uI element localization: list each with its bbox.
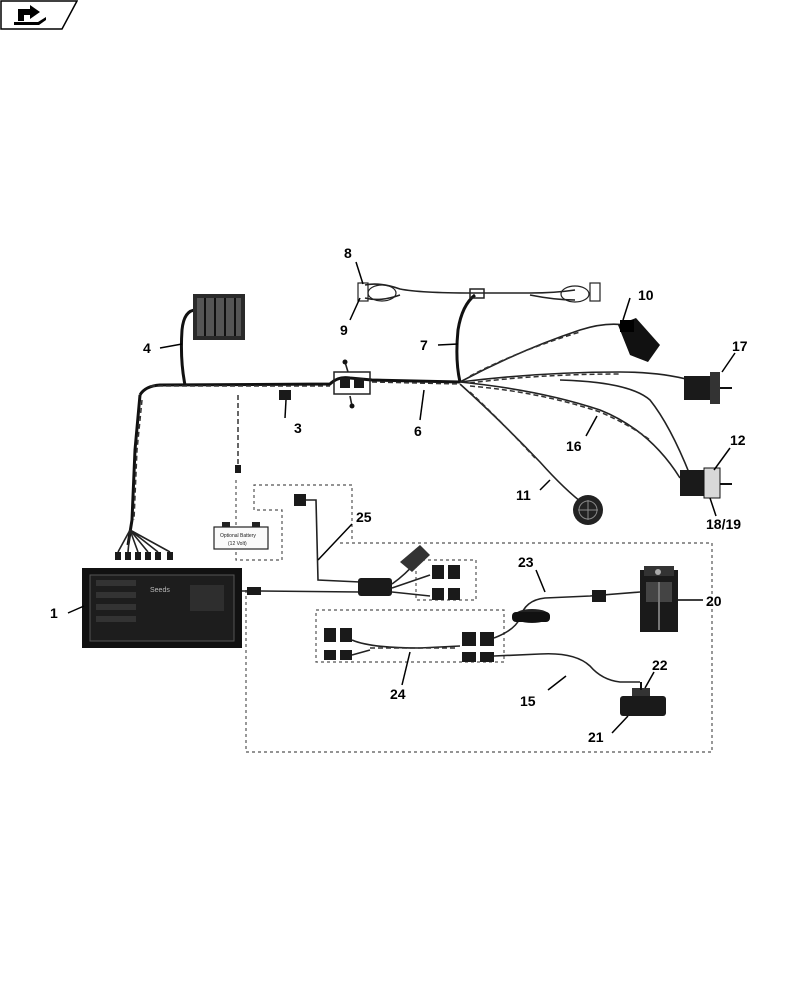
callout-11: 11: [516, 487, 531, 503]
cable-15: [493, 652, 640, 683]
bracket-lead: [179, 308, 197, 386]
adapter-module: [358, 545, 460, 600]
callout-20: 20: [706, 593, 722, 609]
callout-labels: 1 3 4 6 7 8 9 10 11 12 15 16 17 18/19 20…: [50, 245, 748, 745]
extension-harness-24: [324, 628, 494, 662]
callout-1: 1: [50, 605, 58, 621]
callout-21: 21: [588, 729, 604, 745]
callout-7: 7: [420, 337, 428, 353]
callout-18-19: 18/19: [706, 516, 741, 532]
sensor-17: [684, 372, 732, 404]
main-trunk-harness: [138, 376, 461, 396]
callout-9: 9: [340, 322, 348, 338]
junction-connector-block: [333, 359, 371, 409]
kit-boundary-box: [245, 542, 713, 753]
monitor-display: Seeds: [82, 568, 242, 648]
branch-to-sensor-17: [459, 371, 691, 383]
callout-25: 25: [356, 509, 372, 525]
battery-label-line2: (12 Volt): [228, 541, 247, 547]
callout-10: 10: [638, 287, 654, 303]
callout-6: 6: [414, 423, 422, 439]
sensor-18-19: [680, 467, 732, 499]
sensor-10: [618, 318, 660, 362]
monitor-screen-text: Seeds: [150, 587, 170, 594]
branch-to-sensor-10: [459, 323, 626, 383]
monitor-pigtail-connectors: [115, 529, 173, 560]
harness-25: [300, 499, 361, 583]
callout-8: 8: [344, 245, 352, 261]
branch-to-sensor-17-tape: [469, 373, 621, 384]
callout-22: 22: [652, 657, 668, 673]
splitter-harness: [455, 293, 476, 383]
branch-11: [459, 383, 586, 506]
branch-16-tape: [469, 385, 651, 441]
cable-23-coil: [512, 609, 550, 623]
round-sensor-11: [573, 495, 603, 525]
adapter-box: [415, 559, 477, 601]
callout-17: 17: [732, 338, 748, 354]
branch-11-tape: [469, 391, 536, 459]
branch-16: [459, 381, 681, 479]
mounting-bracket-box: [193, 294, 245, 340]
return-nav-badge[interactable]: [0, 0, 78, 30]
monitor-output-plug: [247, 587, 261, 595]
y-splitter-cable: [357, 282, 601, 303]
callout-4: 4: [143, 340, 151, 356]
inline-connector-3: [279, 390, 291, 400]
battery-label-line1: Optional Battery: [220, 533, 256, 539]
sensor-21: [620, 682, 666, 716]
monitor-drop-harness: [126, 394, 142, 546]
cable-23-plug: [592, 590, 606, 602]
optional-battery: Optional Battery (12 Volt): [213, 522, 269, 550]
harness-25-plug: [294, 494, 306, 506]
callout-16: 16: [566, 438, 582, 454]
main-trunk-tape: [150, 381, 461, 387]
callout-12: 12: [730, 432, 746, 448]
callout-leaders: [67, 261, 736, 734]
callout-23: 23: [518, 554, 534, 570]
callout-24: 24: [390, 686, 406, 702]
callout-3: 3: [294, 420, 302, 436]
controller-20: [640, 566, 678, 632]
battery-lead-connector: [235, 465, 241, 473]
monitor-drop-tape: [133, 399, 143, 521]
branch-16b: [559, 379, 691, 476]
branch-to-sensor-10-tape: [469, 331, 581, 377]
callout-15: 15: [520, 693, 536, 709]
return-arrow-icon: [14, 5, 46, 25]
